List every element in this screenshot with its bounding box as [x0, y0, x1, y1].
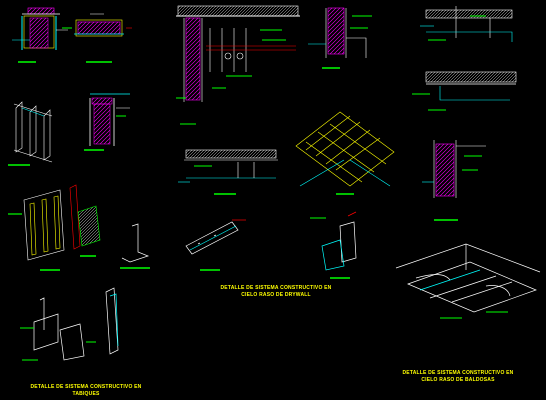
detail-ceiling-hanger	[420, 6, 513, 42]
detail-horizontal-panel	[74, 13, 132, 63]
caption-tile-line2: CIELO RASO DE BALDOSAS	[421, 377, 495, 383]
caption-partition-line2: TABIQUES	[72, 391, 100, 397]
detail-drywall-edge-section	[178, 149, 278, 195]
detail-grid-ceiling-isometric	[295, 111, 395, 195]
detail-partition-isometric	[8, 184, 101, 271]
detail-l-angle	[120, 223, 150, 269]
caption-partition-line1: DETALLE DE SISTEMA CONSTRUCTIVO EN	[30, 384, 142, 390]
detail-ceiling-section-main	[176, 5, 300, 125]
caption-drywall-line2: CIELO RASO DE DRYWALL	[241, 292, 311, 298]
detail-tile-ceiling-corner	[395, 243, 541, 319]
detail-vertical-section	[84, 93, 130, 151]
detail-stud-frame	[8, 101, 53, 166]
caption-drywall-line1: DETALLE DE SISTEMA CONSTRUCTIVO EN	[220, 285, 332, 291]
detail-wall-ceiling-junction-b	[308, 7, 372, 69]
detail-beam-section	[412, 71, 517, 111]
detail-main-runner-profile	[185, 219, 246, 271]
caption-tile-ceiling: DETALLE DE SISTEMA CONSTRUCTIVO EN CIELO…	[378, 370, 538, 384]
caption-drywall-ceiling: DETALLE DE SISTEMA CONSTRUCTIVO EN CIELO…	[196, 285, 356, 299]
detail-wall-junction-a	[12, 7, 72, 63]
detail-track-profiles	[20, 287, 119, 361]
detail-column-section	[422, 140, 486, 221]
caption-tile-line1: DETALLE DE SISTEMA CONSTRUCTIVO EN	[402, 370, 514, 376]
caption-partition: DETALLE DE SISTEMA CONSTRUCTIVO EN TABIQ…	[6, 384, 166, 398]
detail-hanger-bracket	[310, 211, 357, 279]
